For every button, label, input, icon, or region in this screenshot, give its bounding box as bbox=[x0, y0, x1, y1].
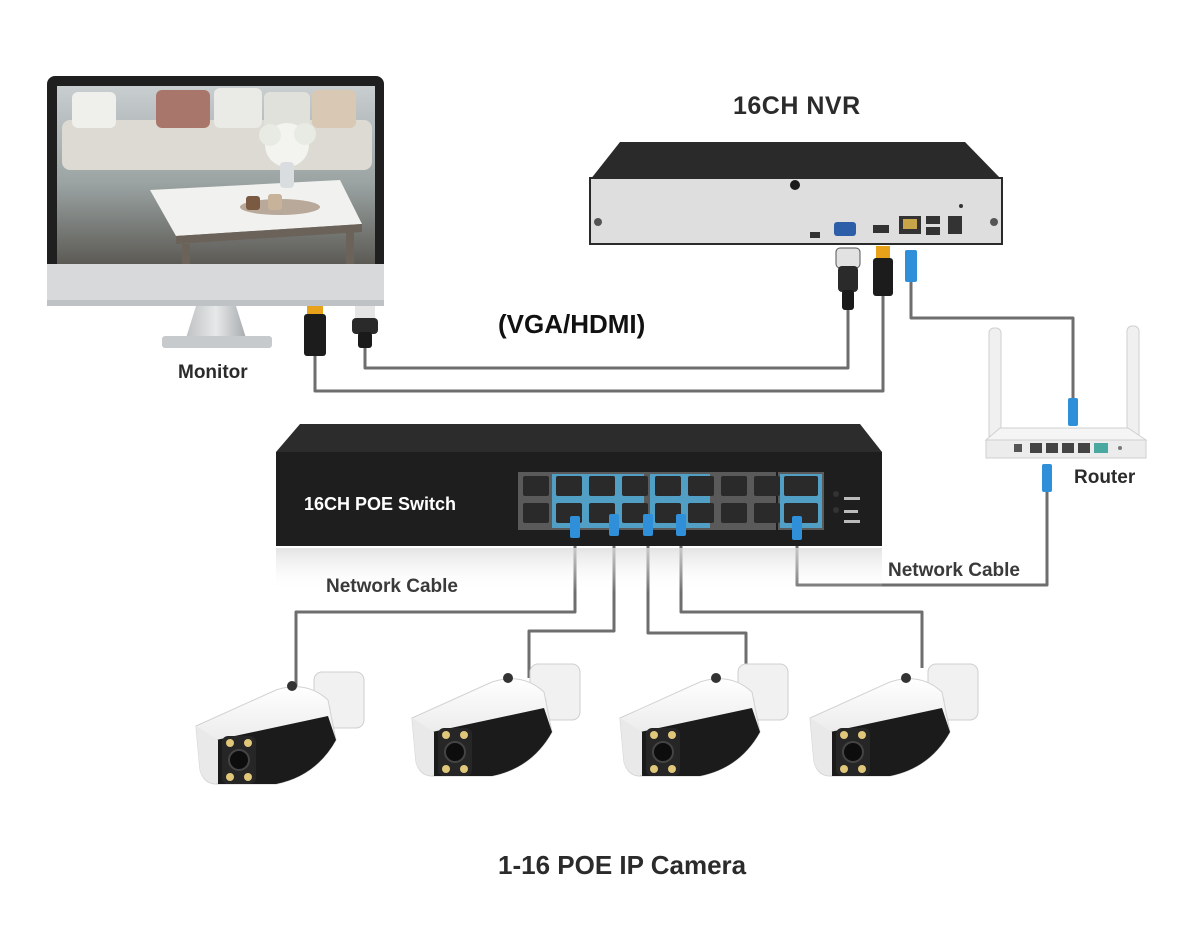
switch-port bbox=[589, 503, 615, 523]
switch-port bbox=[754, 476, 780, 496]
router bbox=[984, 325, 1148, 492]
switch-port bbox=[523, 476, 549, 496]
switch-port bbox=[655, 476, 681, 496]
cameras-label: 1-16 POE IP Camera bbox=[498, 850, 747, 880]
switch-port bbox=[589, 476, 615, 496]
nvr-label: 16CH NVR bbox=[733, 92, 861, 120]
switch-port bbox=[688, 503, 714, 523]
switch-port bbox=[556, 476, 582, 496]
hdmi-cable bbox=[313, 296, 885, 393]
nvr-lan-plug bbox=[905, 250, 917, 282]
switch-uplink-port bbox=[784, 476, 818, 496]
monitor-vga-plug bbox=[352, 306, 378, 348]
camera-3 bbox=[619, 663, 789, 777]
switch-port bbox=[721, 476, 747, 496]
switch-port bbox=[688, 476, 714, 496]
switch-port bbox=[622, 476, 648, 496]
monitor bbox=[47, 76, 384, 348]
nvr bbox=[589, 142, 1003, 245]
monitor-hdmi-plug bbox=[304, 306, 326, 356]
monitor-label: Monitor bbox=[178, 362, 248, 383]
video-link-label: (VGA/HDMI) bbox=[498, 309, 646, 339]
switch-port bbox=[523, 503, 549, 523]
router-label: Router bbox=[1074, 467, 1136, 488]
camera-1 bbox=[195, 671, 365, 785]
switch-port bbox=[721, 503, 747, 523]
network-cable-label-right: Network Cable bbox=[888, 560, 1020, 581]
poe-switch bbox=[276, 424, 882, 592]
nvr-vga-plug bbox=[835, 247, 861, 310]
network-cable-label-left: Network Cable bbox=[326, 576, 458, 597]
nvr-router-cable bbox=[909, 282, 1075, 400]
switch-port bbox=[754, 503, 780, 523]
camera-4 bbox=[809, 663, 979, 777]
poe-switch-label: 16CH POE Switch bbox=[304, 494, 457, 514]
switch-port bbox=[622, 503, 648, 523]
switch-port bbox=[655, 503, 681, 523]
camera-2 bbox=[411, 663, 581, 777]
vga-cable bbox=[363, 310, 850, 370]
nvr-hdmi-plug bbox=[873, 246, 893, 296]
